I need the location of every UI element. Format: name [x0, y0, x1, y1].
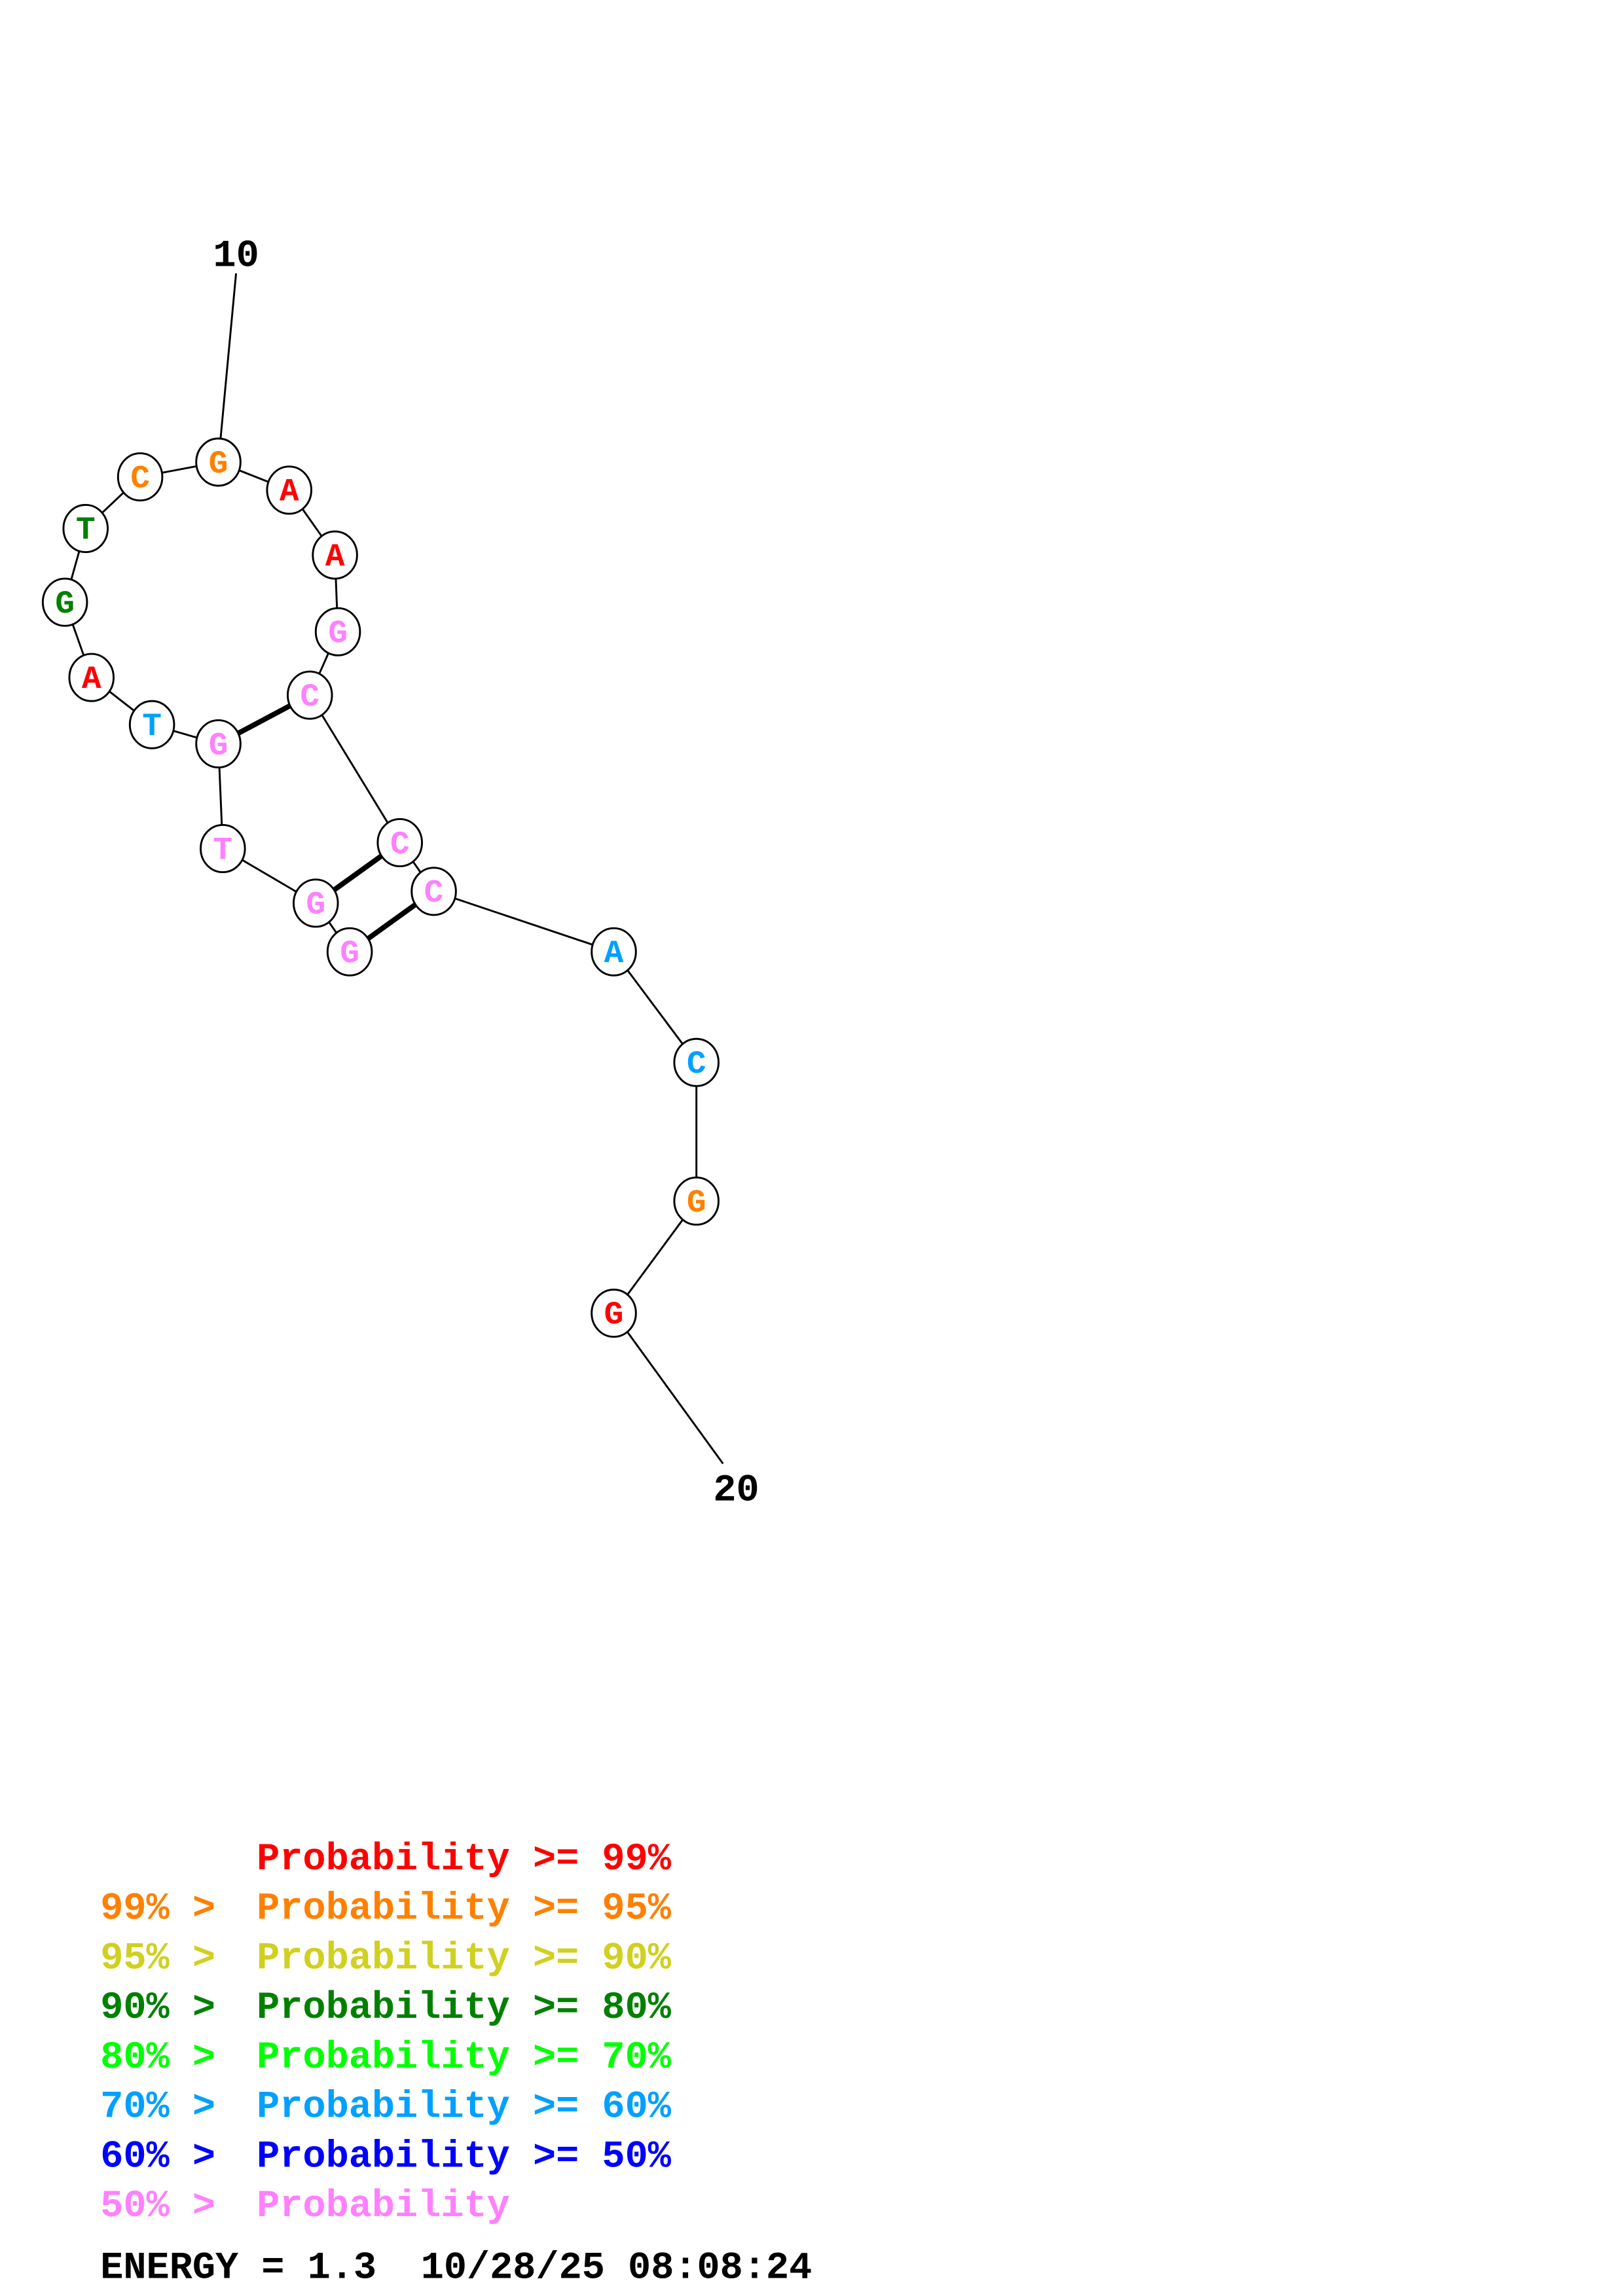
nucleotide-node: C: [376, 817, 424, 868]
nucleotide-letter: T: [142, 708, 162, 745]
nucleotide-letter: G: [687, 1185, 706, 1221]
nucleotide-letter: G: [209, 446, 228, 482]
nucleotide-node: C: [286, 670, 333, 720]
nucleotide-node: T: [62, 503, 109, 553]
legend-prefix: 99% >: [100, 1887, 215, 1931]
nucleotide-letter: A: [325, 539, 345, 575]
legend-prefix: 60% >: [100, 2134, 215, 2178]
nucleotide-node: G: [673, 1176, 720, 1226]
nucleotide-circle: [62, 503, 109, 553]
start-tail-line: [217, 273, 238, 463]
legend-text: Probability >= 90%: [257, 1936, 672, 1980]
nucleotide-circle: [41, 577, 88, 627]
nucleotide-circle: [68, 653, 115, 702]
legend-prefix: 90% >: [100, 1986, 215, 2030]
nucleotide-node: A: [312, 530, 358, 580]
nucleotide-node: A: [266, 465, 312, 515]
nucleotide-node: G: [195, 719, 242, 769]
nucleotide-node: G: [591, 1288, 637, 1338]
nucleotide-circle: [673, 1037, 720, 1087]
nucleotide-letter: A: [82, 661, 101, 698]
energy-value: ENERGY = 1.3: [100, 2246, 376, 2289]
nucleotide-letter: G: [604, 1297, 624, 1333]
nucleotide-node: C: [117, 452, 164, 502]
nucleotide-node: G: [314, 607, 361, 656]
nucleotide-node: C: [673, 1037, 720, 1087]
nucleotide-letter: T: [213, 832, 232, 869]
backbone-lines: [64, 273, 724, 1465]
nucleotide-circle: [312, 530, 358, 580]
nucleotide-circle: [410, 867, 457, 916]
nucleotide-circle: [128, 700, 175, 749]
backbone-segment: [309, 694, 401, 844]
nucleotide-circle: [314, 607, 361, 656]
energy-footer: ENERGY = 1.3 10/28/25 08:08:24: [100, 2246, 812, 2289]
nucleotide-circle: [326, 927, 373, 977]
nucleotide-letter: A: [280, 474, 299, 511]
nucleotide-circle: [286, 670, 333, 720]
nucleotide-circle: [195, 437, 242, 487]
legend-prefix: 95% >: [100, 1936, 215, 1980]
nucleotide-letter: G: [209, 727, 228, 764]
timestamp: 10/28/25 08:08:24: [421, 2246, 812, 2289]
nucleotide-letter: G: [55, 586, 75, 622]
legend-text: Probability >= 95%: [257, 1887, 672, 1931]
probability-legend: Probability >= 99% 99% > Probability >= 95…: [100, 1837, 671, 2228]
nucleotide-circle: [200, 823, 246, 874]
nucleotide-circle: [591, 927, 637, 977]
nucleotide-letter: C: [300, 679, 319, 715]
legend-prefix: 50% >: [100, 2184, 215, 2228]
nucleotide-circle: [293, 878, 339, 928]
nucleotide-letter: T: [76, 512, 96, 548]
nucleotide-circle: [673, 1176, 720, 1226]
nucleotide-letter: C: [130, 460, 150, 497]
nucleotide-node: T: [128, 700, 175, 749]
nucleotide-node: G: [41, 577, 88, 627]
nucleotide-node: G: [293, 878, 339, 928]
nucleotide-circle: [266, 465, 312, 515]
nucleotide-node: G: [195, 437, 242, 487]
end-tail-line: [613, 1312, 724, 1465]
nucleotide-node: A: [68, 653, 115, 702]
nucleotide-circle: [195, 719, 242, 769]
legend-text: Probability: [257, 2184, 510, 2228]
end-index-label: 20: [713, 1469, 759, 1513]
nucleotide-circle: [117, 452, 164, 502]
nucleotide-node: A: [591, 927, 637, 977]
nucleotide-letter: G: [340, 935, 359, 972]
legend-text: Probability >= 60%: [257, 2085, 672, 2129]
nucleotide-circle: [591, 1288, 637, 1338]
legend-prefix: 80% >: [100, 2036, 215, 2079]
nucleotide-letter: A: [604, 935, 624, 972]
nucleotide-letter: C: [687, 1046, 706, 1083]
nucleotide-node: T: [200, 823, 246, 874]
legend-text: Probability >= 70%: [257, 2036, 672, 2079]
start-index-label: 10: [213, 234, 259, 278]
nucleotide-letter: G: [328, 615, 348, 652]
legend-prefix: 70% >: [100, 2085, 215, 2129]
nucleotide-node: G: [326, 927, 373, 977]
backbone-segment: [433, 890, 614, 953]
nucleotide-node: C: [410, 867, 457, 916]
nucleotide-letter: C: [424, 875, 444, 912]
nucleotide-letter: C: [390, 826, 410, 863]
nucleotide-circle: [376, 817, 424, 868]
legend-text: Probability >= 50%: [257, 2134, 672, 2178]
legend-text: Probability >= 99%: [257, 1837, 672, 1881]
nucleotide-letter: G: [306, 887, 325, 924]
legend-text: Probability >= 80%: [257, 1986, 672, 2030]
